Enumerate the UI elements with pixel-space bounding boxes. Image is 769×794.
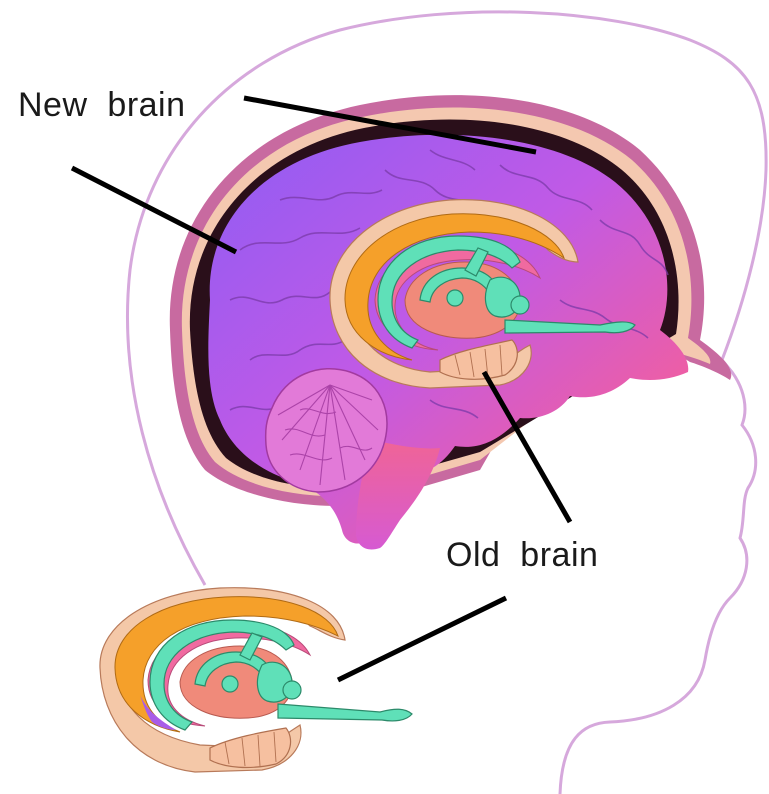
large-brain	[170, 95, 731, 549]
new-brain-label: New brain	[18, 86, 186, 125]
small-amygdala	[210, 728, 291, 767]
old-brain-label: Old brain	[446, 536, 598, 575]
old-brain-pointer-small	[338, 598, 506, 680]
small-old-brain	[100, 588, 412, 772]
